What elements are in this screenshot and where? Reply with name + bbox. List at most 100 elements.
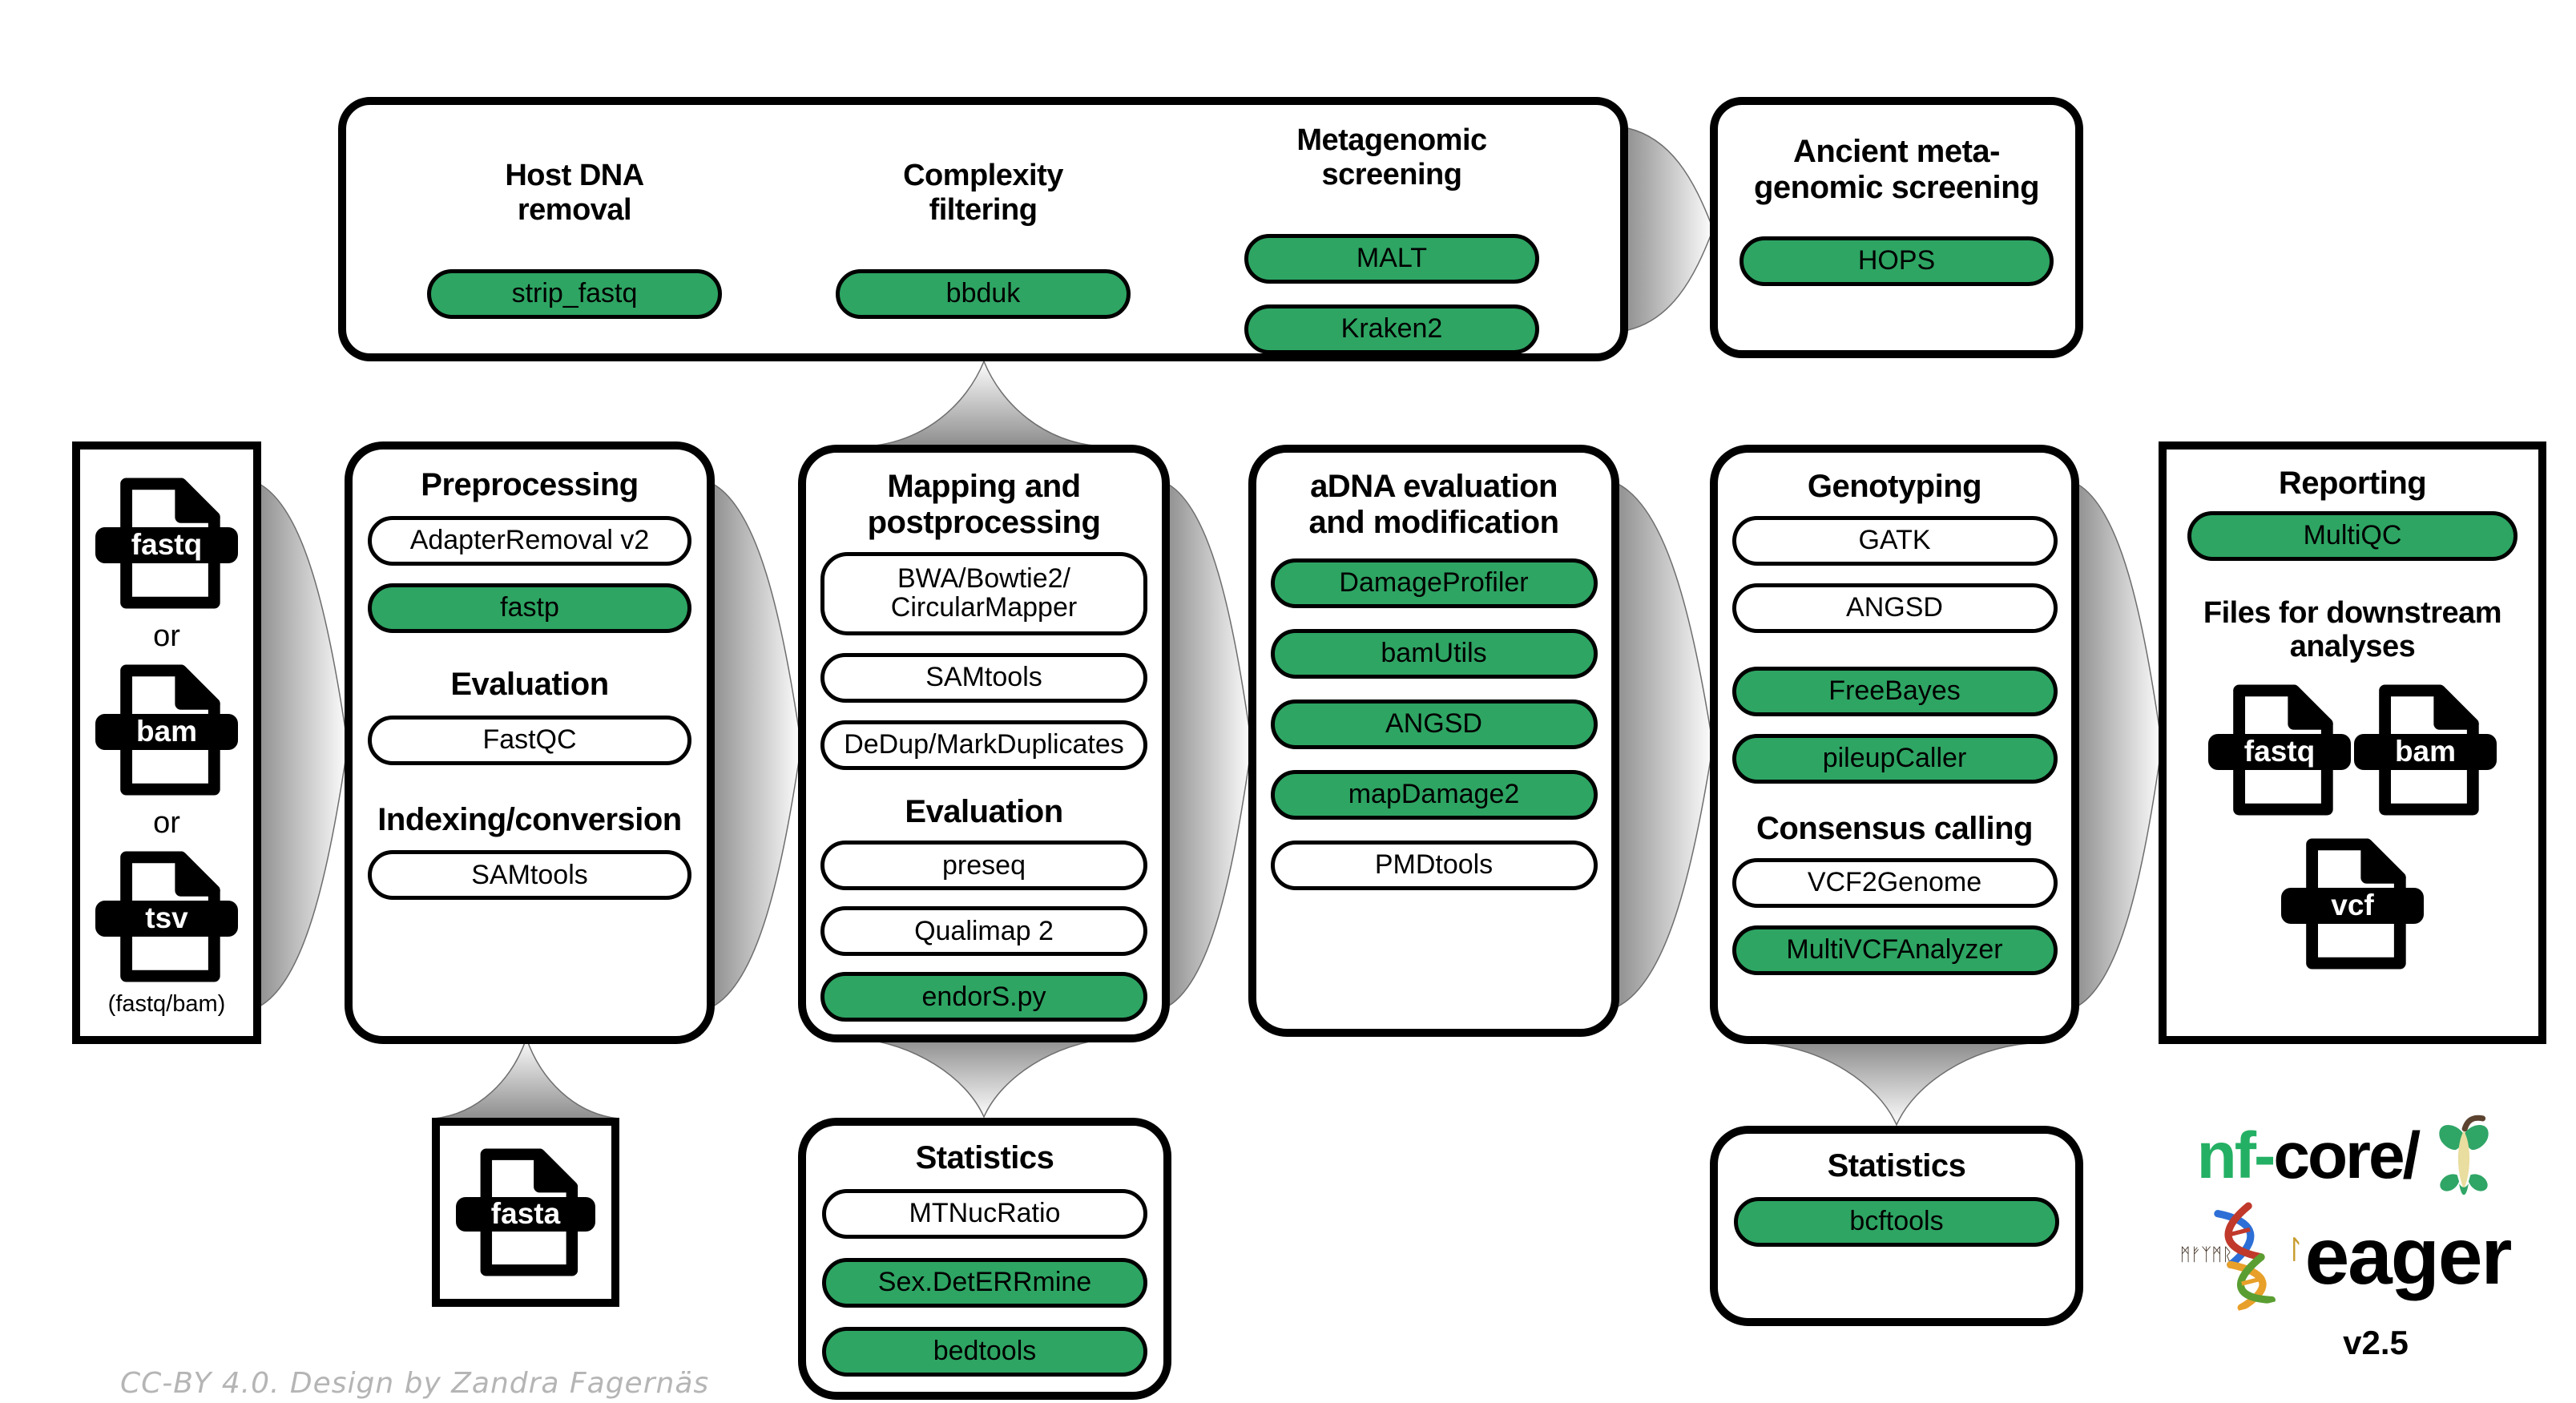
arrow-preprocessing-to-mapping bbox=[708, 481, 803, 1010]
host-dna-removal-title: Host DNA removal bbox=[505, 159, 644, 227]
tool-pill-fastp: fastp bbox=[368, 583, 691, 633]
fastq-file-label: fastq bbox=[95, 527, 239, 563]
dna-helix-cluster: ᛗᚠᛉᛗᚱ ᛚ bbox=[2180, 1200, 2305, 1312]
vcf-file-icon: vcf bbox=[2280, 837, 2425, 970]
tool-pill-strip-fastq: strip_fastq bbox=[427, 269, 722, 319]
bam-file-label: bam bbox=[2353, 733, 2497, 770]
tool-pill-fastqc: FastQC bbox=[368, 715, 691, 765]
logo-nf-text: nf- bbox=[2196, 1119, 2276, 1192]
bam-file-icon: bam bbox=[95, 663, 239, 796]
genotyping-title: Genotyping bbox=[1807, 469, 1982, 504]
logo-line-nf-core: nf-core/ bbox=[2197, 1114, 2499, 1199]
tool-pill-gatk: GATK bbox=[1731, 515, 2058, 566]
ancient-screening-box: Ancient meta- genomic screening HOPS bbox=[1710, 97, 2083, 358]
reporting-title: Reporting bbox=[2278, 466, 2427, 501]
tool-pill-bcftools: bcftools bbox=[1734, 1196, 2059, 1247]
tool-pill-bwa-bowtie2-circularmapper: BWA/Bowtie2/ CircularMapper bbox=[820, 551, 1147, 635]
tool-pill-mapdamage2: mapDamage2 bbox=[1270, 769, 1598, 820]
mapping-title: Mapping and postprocessing bbox=[867, 469, 1101, 540]
evaluation-subtitle: Evaluation bbox=[905, 793, 1063, 829]
logo-eager-text: eager bbox=[2304, 1211, 2513, 1301]
fastq-file-label: fastq bbox=[2207, 733, 2352, 770]
arrow-genotyping-to-statistics bbox=[1761, 1042, 2032, 1128]
tool-pill-adapterremoval: AdapterRemoval v2 bbox=[368, 515, 691, 566]
nf-core-eager-logo: nf-core/ ᛗᚠᛉᛗᚱ ᛚ eager v2.5 bbox=[2147, 1114, 2548, 1362]
fasta-box: fasta bbox=[432, 1118, 619, 1307]
consensus-calling-subtitle: Consensus calling bbox=[1756, 810, 2033, 846]
tsv-file-icon: tsv bbox=[95, 850, 239, 983]
fasta-file-icon: fasta bbox=[456, 1147, 595, 1277]
evaluation-subtitle: Evaluation bbox=[450, 666, 609, 702]
genotyping-box: Genotyping GATK ANGSD FreeBayes pileupCa… bbox=[1710, 445, 2079, 1044]
arrow-mapping-to-adna bbox=[1163, 481, 1253, 1010]
tool-pill-malt: MALT bbox=[1244, 234, 1539, 284]
gold-rune-icon: ᛚ bbox=[2288, 1234, 2304, 1264]
metagenomic-screening-title: Metagenomic screening bbox=[1296, 123, 1487, 192]
tool-pill-bbduk: bbduk bbox=[836, 269, 1131, 319]
tool-pill-kraken2: Kraken2 bbox=[1244, 304, 1539, 354]
arrow-screening-to-ancient bbox=[1622, 127, 1715, 332]
tool-pill-pmdtools: PMDtools bbox=[1270, 840, 1598, 890]
tool-pill-multiqc: MultiQC bbox=[2187, 510, 2518, 561]
statistics-box: Statistics MTNucRatio Sex.DetERRmine bed… bbox=[798, 1118, 1171, 1400]
runes-text: ᛗᚠᛉᛗᚱ bbox=[2179, 1245, 2233, 1265]
complexity-filtering-title: Complexity filtering bbox=[903, 159, 1063, 227]
tool-pill-mtnucratio: MTNucRatio bbox=[822, 1188, 1147, 1239]
tool-pill-samtools: SAMtools bbox=[820, 652, 1147, 703]
tool-pill-sexdeterrmine: Sex.DetERRmine bbox=[822, 1257, 1147, 1308]
statistics-title: Statistics bbox=[1827, 1148, 1966, 1183]
tool-pill-vcf2genome: VCF2Genome bbox=[1731, 857, 2058, 908]
arrow-mapping-to-screening bbox=[865, 358, 1103, 448]
tool-pill-hops: HOPS bbox=[1740, 236, 2054, 286]
adna-evaluation-box: aDNA evaluation and modification DamageP… bbox=[1248, 445, 1619, 1037]
reporting-box: Reporting MultiQC Files for downstream a… bbox=[2159, 441, 2546, 1044]
or-separator: or bbox=[153, 806, 180, 840]
credit-text: CC-BY 4.0. Design by Zandra Fagernäs bbox=[120, 1367, 710, 1400]
tool-pill-angsd: ANGSD bbox=[1270, 699, 1598, 749]
tool-pill-dedup-markduplicates: DeDup/MarkDuplicates bbox=[820, 720, 1147, 770]
apple-core-icon bbox=[2439, 1115, 2489, 1195]
tool-pill-pileupcaller: pileupCaller bbox=[1731, 733, 2058, 784]
arrow-mapping-to-statistics bbox=[854, 1037, 1114, 1120]
logo-core-text: core/ bbox=[2273, 1119, 2421, 1192]
arrow-adna-to-genotyping bbox=[1613, 481, 1715, 1010]
logo-line-eager: ᛗᚠᛉᛗᚱ ᛚ eager bbox=[2180, 1200, 2513, 1312]
host-dna-removal-column: Host DNA removal strip_fastq bbox=[370, 159, 779, 319]
indexing-conversion-subtitle: Indexing/conversion bbox=[377, 801, 682, 837]
fasta-file-label: fasta bbox=[456, 1196, 595, 1232]
tool-pill-preseq: preseq bbox=[820, 841, 1147, 891]
tool-pill-damageprofiler: DamageProfiler bbox=[1270, 558, 1598, 608]
tool-pill-multivcfanalyzer: MultiVCFAnalyzer bbox=[1731, 925, 2058, 975]
logo-version: v2.5 bbox=[2343, 1324, 2409, 1361]
input-files-box: fastq or bam or tsv (fastq/bam) bbox=[72, 441, 261, 1044]
bam-file-label: bam bbox=[95, 714, 239, 750]
tool-pill-samtools: SAMtools bbox=[368, 850, 691, 901]
complexity-filtering-column: Complexity filtering bbduk bbox=[779, 159, 1187, 319]
statistics-box-2: Statistics bcftools bbox=[1710, 1126, 2083, 1326]
downstream-files-row: fastq bam bbox=[2207, 683, 2497, 816]
fastq-file-icon: fastq bbox=[2207, 683, 2352, 816]
vcf-file-label: vcf bbox=[2280, 887, 2425, 924]
tool-pill-endors-py: endorS.py bbox=[820, 972, 1147, 1022]
downstream-files-title: Files for downstream analyses bbox=[2203, 595, 2502, 664]
tool-pill-angsd: ANGSD bbox=[1731, 583, 2058, 633]
arrow-input-to-preprocessing bbox=[255, 481, 349, 1010]
metagenomic-screening-column: Metagenomic screening MALT Kraken2 bbox=[1187, 123, 1596, 354]
preprocessing-box: Preprocessing AdapterRemoval v2 fastp Ev… bbox=[345, 441, 715, 1044]
arrow-genotyping-to-reporting bbox=[2073, 481, 2163, 1010]
dna-helix-icon bbox=[2213, 1202, 2276, 1312]
statistics-title: Statistics bbox=[915, 1140, 1054, 1175]
bam-file-icon: bam bbox=[2353, 683, 2497, 816]
screening-box: Host DNA removal strip_fastq Complexity … bbox=[338, 97, 1628, 361]
input-note: (fastq/bam) bbox=[107, 991, 226, 1017]
arrow-fasta-to-preprocessing bbox=[431, 1035, 622, 1120]
tsv-file-label: tsv bbox=[95, 901, 239, 937]
tool-pill-bedtools: bedtools bbox=[822, 1326, 1147, 1377]
tool-pill-freebayes: FreeBayes bbox=[1731, 666, 2058, 716]
ancient-screening-title: Ancient meta- genomic screening bbox=[1753, 134, 2040, 205]
adna-title: aDNA evaluation and modification bbox=[1308, 469, 1560, 540]
tool-pill-bamutils: bamUtils bbox=[1270, 628, 1598, 679]
preprocessing-title: Preprocessing bbox=[421, 467, 639, 502]
or-separator: or bbox=[153, 619, 180, 653]
tool-pill-qualimap2: Qualimap 2 bbox=[820, 906, 1147, 957]
